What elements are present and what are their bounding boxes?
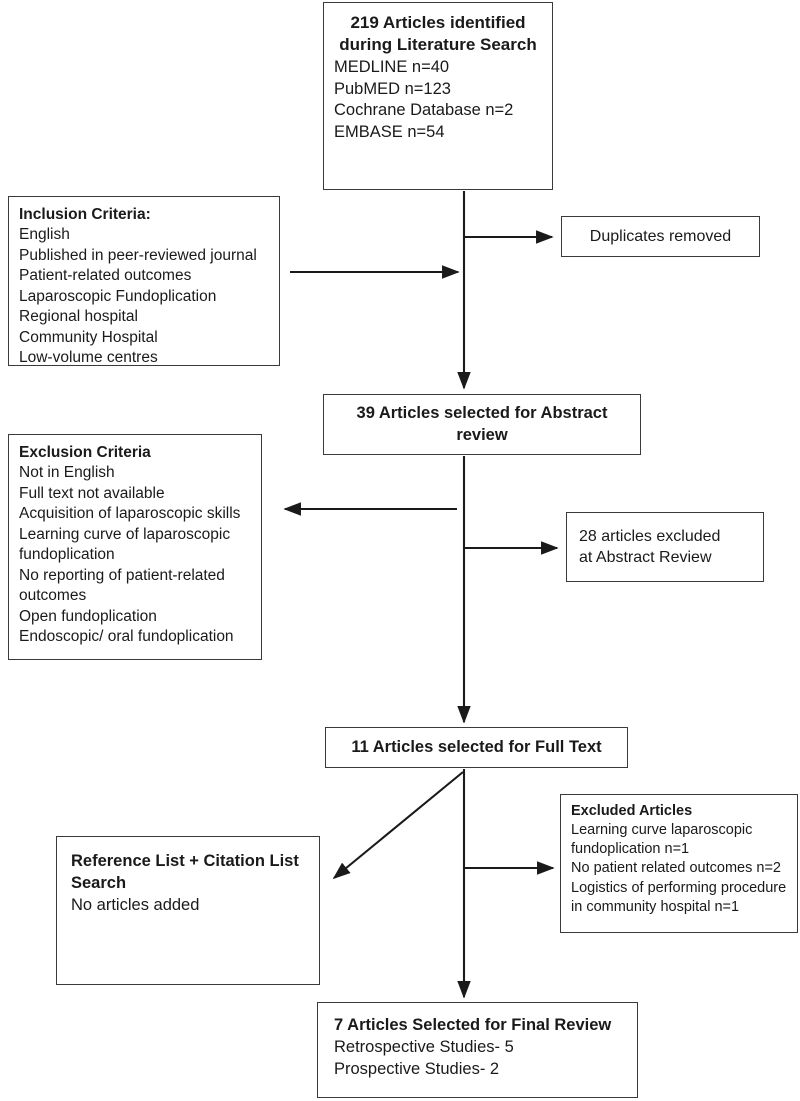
excluded-article-item: Learning curve laparoscopic fundoplicati…: [571, 822, 753, 858]
final-review-box: 7 Articles Selected for Final Review Ret…: [317, 1002, 638, 1098]
reference-search-heading-line1: Reference List + Citation List: [71, 852, 299, 870]
inclusion-item: Regional hospital: [19, 308, 138, 326]
exclusion-item: Open fundoplication: [19, 607, 157, 625]
inclusion-item: Community Hospital: [19, 328, 158, 346]
inclusion-item: Low-volume centres: [19, 349, 158, 367]
identification-box: 219 Articles identified during Literatur…: [323, 2, 553, 190]
exclusion-heading: Exclusion Criteria: [19, 444, 151, 461]
fulltext-selected-label: 11 Articles selected for Full Text: [351, 737, 602, 756]
identification-heading-line2: during Literature Search: [339, 35, 537, 55]
excluded-article-item: No patient related outcomes n=2: [571, 860, 781, 877]
exclusion-item: Learning curve of laparoscopic fundoplic…: [19, 525, 231, 564]
inclusion-criteria-box: Inclusion Criteria: English Published in…: [8, 196, 280, 366]
source-pubmed: PubMED n=123: [334, 79, 451, 98]
inclusion-item: Patient-related outcomes: [19, 267, 192, 285]
inclusion-item: Published in peer-reviewed journal: [19, 246, 257, 264]
abstract-selected-line1: 39 Articles selected for Abstract: [356, 403, 608, 422]
source-medline: MEDLINE n=40: [334, 57, 450, 76]
final-review-item: Retrospective Studies- 5: [334, 1037, 514, 1056]
final-review-heading: 7 Articles Selected for Final Review: [334, 1016, 612, 1034]
inclusion-heading: Inclusion Criteria:: [19, 206, 151, 223]
reference-citation-search-box: Reference List + Citation List Search No…: [56, 836, 320, 985]
exclusion-criteria-box: Exclusion Criteria Not in English Full t…: [8, 434, 262, 660]
excluded-articles-box: Excluded Articles Learning curve laparos…: [560, 794, 798, 933]
reference-search-result: No articles added: [71, 895, 200, 914]
excluded-article-item: Logistics of performing procedure in com…: [571, 879, 787, 915]
abstract-excluded-line1: 28 articles excluded: [579, 527, 721, 545]
source-cochrane: Cochrane Database n=2: [334, 101, 514, 120]
excluded-articles-heading: Excluded Articles: [571, 803, 693, 819]
source-embase: EMBASE n=54: [334, 123, 445, 142]
abstract-selected-line2: review: [456, 425, 508, 444]
exclusion-item: No reporting of patient-related outcomes: [19, 566, 225, 605]
arrow-fulltext-to-reference-search: [332, 771, 464, 880]
exclusion-item: Endoscopic/ oral fundoplication: [19, 628, 234, 646]
abstract-selected-box: 39 Articles selected for Abstract review: [323, 394, 641, 455]
abstract-excluded-line2: at Abstract Review: [579, 549, 712, 566]
abstract-excluded-box: 28 articles excluded at Abstract Review: [566, 512, 764, 582]
inclusion-item: Laparoscopic Fundoplication: [19, 287, 217, 305]
reference-search-heading-line2: Search: [71, 873, 127, 892]
fulltext-selected-box: 11 Articles selected for Full Text: [325, 727, 628, 768]
final-review-item: Prospective Studies- 2: [334, 1059, 500, 1078]
exclusion-item: Acquisition of laparoscopic skills: [19, 505, 241, 523]
inclusion-item: English: [19, 226, 70, 244]
exclusion-item: Not in English: [19, 464, 115, 482]
duplicates-removed-box: Duplicates removed: [561, 216, 760, 257]
exclusion-item: Full text not available: [19, 484, 165, 502]
duplicates-removed-label: Duplicates removed: [589, 227, 732, 245]
identification-heading-line1: 219 Articles identified: [350, 13, 526, 32]
